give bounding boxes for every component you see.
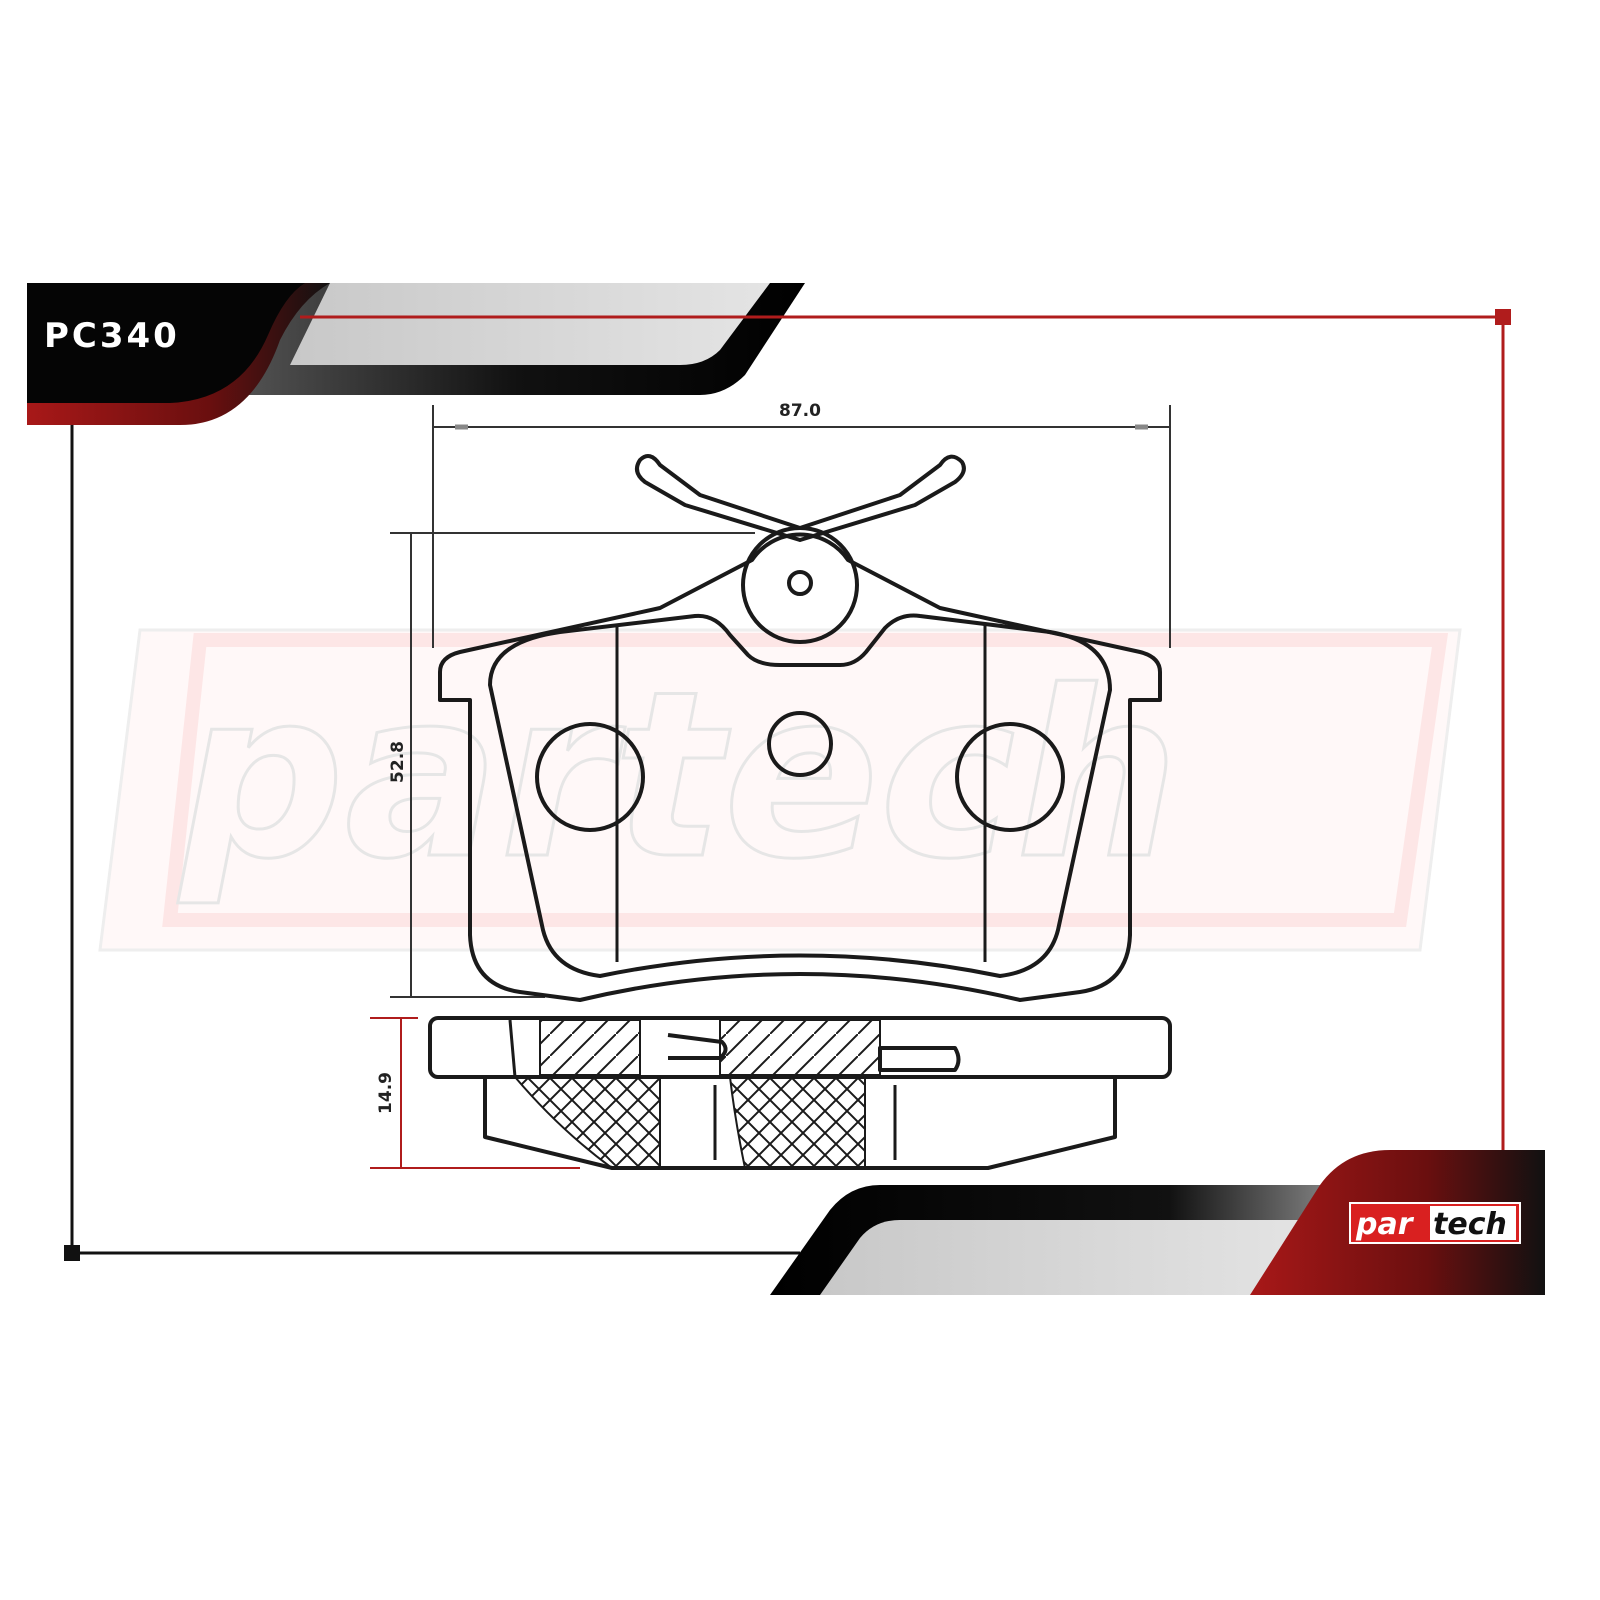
width-label: 87.0 xyxy=(779,401,821,421)
friction-material-outline xyxy=(488,613,1112,978)
width-dimension: 87.0 xyxy=(432,401,1171,648)
mounting-boss xyxy=(741,526,859,644)
frame-corner-marker xyxy=(64,1245,80,1261)
height-dimension: 52.8 xyxy=(388,532,755,998)
pad-side-view xyxy=(428,1016,1172,1170)
footer-banner: par tech xyxy=(770,1150,1545,1295)
height-label: 52.8 xyxy=(388,741,408,783)
svg-text:par: par xyxy=(1355,1207,1415,1242)
hatched-area xyxy=(719,1019,881,1076)
svg-text:tech: tech xyxy=(1433,1207,1507,1242)
hatched-area xyxy=(539,1019,641,1076)
piston-contact-circle xyxy=(955,722,1065,832)
partech-logo: par tech xyxy=(1349,1202,1521,1244)
header-banner: PC340 xyxy=(27,283,805,425)
hatched-area xyxy=(512,1076,661,1169)
side-friction-layer xyxy=(483,1075,1117,1170)
hatched-area xyxy=(728,1076,866,1169)
watermark-text: partech xyxy=(177,643,1179,910)
shim-clip xyxy=(878,1046,961,1072)
part-code: PC340 xyxy=(44,316,180,356)
frame-corner-marker xyxy=(1495,309,1511,325)
watermark-inner-frame xyxy=(162,633,1449,927)
backing-plate-outline xyxy=(438,532,1162,1002)
pad-front-view xyxy=(438,454,1162,1002)
piston-contact-circle xyxy=(535,722,645,832)
boss-hole xyxy=(787,570,813,596)
thickness-dimension: 14.9 xyxy=(370,1017,580,1169)
watermark: partech xyxy=(98,628,1462,952)
shim-clip xyxy=(667,1033,728,1060)
center-circle xyxy=(767,711,833,777)
retaining-spring xyxy=(634,454,966,542)
thickness-label: 14.9 xyxy=(376,1072,396,1114)
